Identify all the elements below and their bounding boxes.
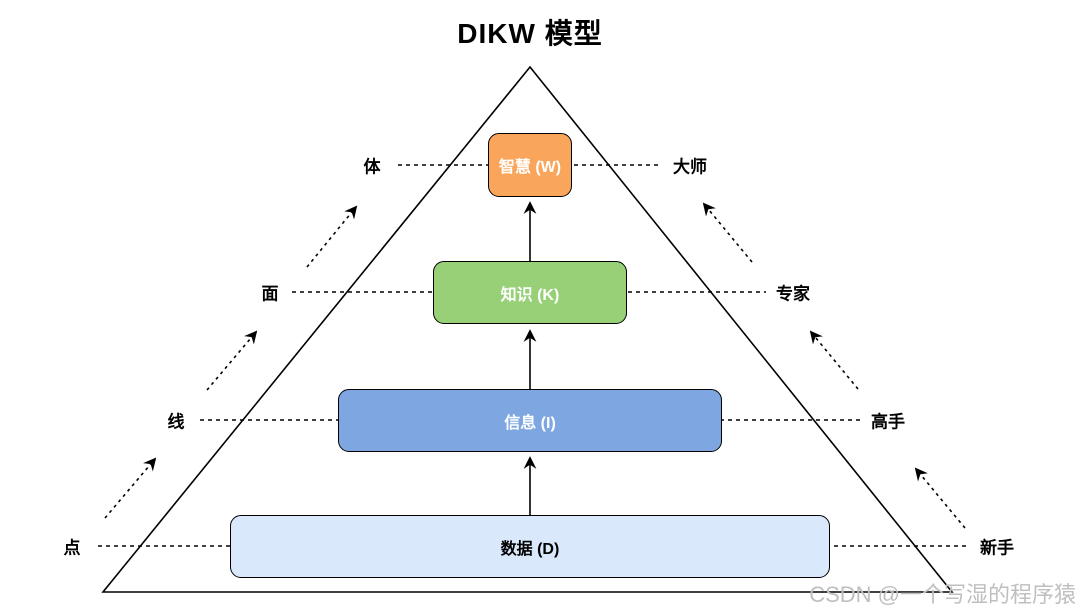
left-label-ti: 体 [363, 157, 381, 177]
data-box: 数据 (D) [230, 515, 830, 578]
right-label-dashi: 大师 [673, 157, 707, 177]
watermark: CSDN @一个写湿的程序猿 [809, 582, 1076, 607]
dashed-arrow-xinshou-to-gaoshou [914, 467, 966, 529]
diagram-title: DIKW 模型 [457, 18, 603, 49]
left-label-xian: 线 [167, 412, 185, 432]
dashed-arrow-gaoshou-to-zhuanjia [809, 330, 859, 390]
dashed-arrow-mian-to-ti [306, 205, 358, 268]
data-box-label: 数据 (D) [500, 540, 560, 558]
left-label-dian: 点 [63, 538, 81, 558]
left-label-mian: 面 [261, 284, 279, 304]
right-label-zhuanjia: 专家 [776, 284, 810, 304]
knowledge-box-label: 知识 (K) [500, 286, 560, 304]
dashed-arrow-zhuanjia-to-dashi [702, 202, 753, 263]
wisdom-box-label: 智慧 (W) [498, 159, 562, 176]
information-box: 信息 (I) [338, 389, 722, 452]
wisdom-box: 智慧 (W) [488, 133, 572, 197]
information-box-label: 信息 (I) [504, 414, 556, 432]
knowledge-box: 知识 (K) [433, 261, 627, 324]
dashed-arrow-dian-to-xian [104, 457, 157, 519]
right-label-gaoshou: 高手 [871, 412, 905, 432]
dashed-arrow-xian-to-mian [206, 330, 258, 391]
pyramid-outline [101, 65, 954, 593]
right-label-xinshou: 新手 [980, 538, 1014, 558]
